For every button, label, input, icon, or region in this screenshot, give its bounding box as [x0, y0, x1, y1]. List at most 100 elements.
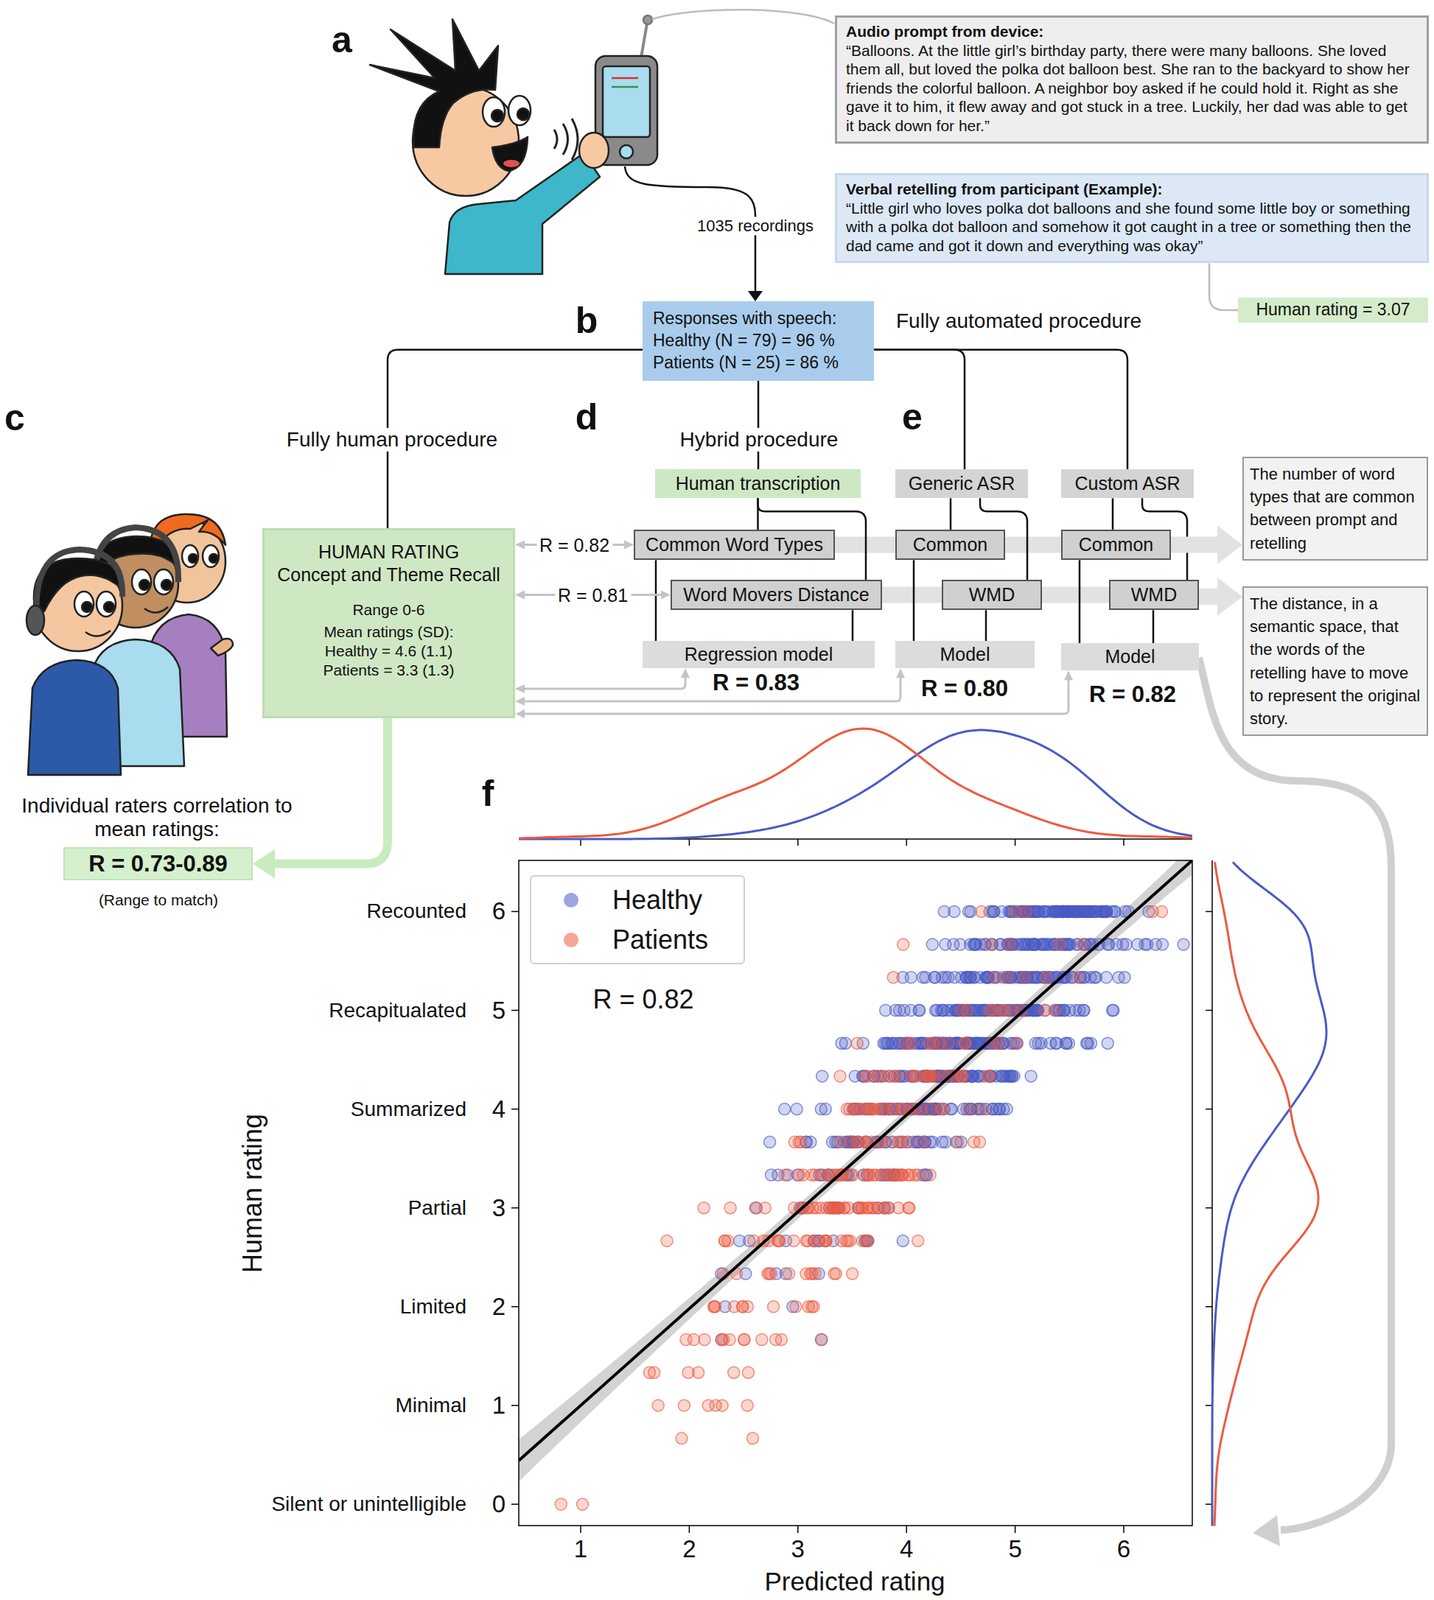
note-box: The number of word types that are common…: [1242, 456, 1429, 561]
hand: [210, 638, 233, 656]
note: (Range to match): [98, 891, 219, 910]
data-point: [913, 1005, 925, 1017]
measure-box: WMD: [1109, 579, 1199, 611]
connector: [1209, 263, 1238, 311]
node-text: The number of word types that are common…: [1249, 462, 1421, 555]
node-text: WMD: [949, 583, 1035, 607]
note-box: The distance, in a semantic space, that …: [1242, 586, 1429, 737]
tick-label: 3: [791, 1535, 805, 1564]
hair: [369, 19, 499, 148]
tick-label: 1: [574, 1535, 588, 1564]
retelling-box: Verbal retelling from participant (Examp…: [834, 173, 1429, 264]
tick: [1205, 1306, 1213, 1308]
tick: [511, 1010, 519, 1012]
data-point: [912, 1235, 925, 1247]
data-point: [988, 971, 1001, 984]
data-point: [728, 1366, 740, 1379]
data-point: [808, 1235, 821, 1247]
data-point: [988, 905, 1000, 918]
pointer-arrow-line: [1198, 658, 1392, 1531]
connector: [1079, 560, 1081, 644]
data-point: [554, 1498, 567, 1511]
tick: [1205, 1207, 1213, 1210]
connector-line: [1209, 263, 1238, 311]
data-point: [1019, 971, 1031, 984]
data-point: [1041, 938, 1054, 951]
data-point: [963, 1103, 976, 1116]
procedure-label: Hybrid procedure: [675, 428, 844, 452]
confidence-band: [518, 860, 1193, 1482]
data-point: [954, 938, 967, 951]
process-box: Human transcription: [655, 469, 861, 499]
arrowhead: [252, 849, 275, 880]
data-point: [838, 1202, 851, 1215]
pupil: [188, 554, 198, 563]
data-point: [835, 1037, 848, 1050]
tick: [688, 839, 691, 846]
data-point: [756, 1334, 768, 1347]
headphone-band: [36, 549, 123, 619]
data-point: [942, 1037, 955, 1050]
node-text: Common: [1068, 533, 1164, 557]
data-point: [994, 1103, 1006, 1116]
connector-line: [1078, 560, 1082, 644]
connector-line: [851, 610, 855, 642]
data-point: [1087, 905, 1100, 918]
data-point: [897, 938, 910, 951]
data-point: [928, 1070, 941, 1083]
tick-label: 6: [1117, 1535, 1131, 1564]
data-point: [929, 971, 942, 984]
arrowhead: [515, 684, 525, 694]
pupil: [491, 109, 504, 122]
data-point: [898, 1005, 911, 1017]
data-point: [815, 1334, 827, 1347]
arrowhead: [1217, 577, 1243, 617]
data-point: [892, 1169, 905, 1182]
data-point: [913, 1005, 926, 1017]
data-point: [968, 1136, 981, 1149]
data-point: [1002, 971, 1014, 984]
data-point: [652, 1400, 664, 1412]
data-point: [1120, 938, 1132, 951]
result-box: R = 0.73-0.89: [63, 847, 253, 881]
connector: [758, 380, 760, 470]
tick-label: 1: [492, 1391, 506, 1420]
data-point: [984, 1005, 997, 1017]
correlation-value: R = 0.82: [592, 984, 694, 1015]
density-curve: [518, 730, 1193, 840]
tick-label: 5: [492, 997, 506, 1026]
tick: [1014, 1526, 1017, 1534]
data-point: [1073, 1005, 1086, 1017]
tick: [511, 1504, 519, 1506]
connector: [655, 560, 657, 642]
connector-line: [1111, 498, 1115, 530]
connector: [913, 560, 915, 642]
data-point: [792, 1169, 805, 1182]
data-point: [1057, 905, 1070, 918]
arrowhead: [1252, 1515, 1280, 1547]
prompt-box: Audio prompt from device:“Balloons. At t…: [834, 15, 1429, 144]
tick: [905, 1526, 908, 1534]
category-label: Limited: [400, 1295, 467, 1320]
data-point: [787, 1235, 800, 1247]
data-point: [853, 1136, 866, 1149]
connector: [852, 610, 854, 642]
tongue: [503, 159, 520, 168]
node-text: Responses with speech:: [652, 308, 864, 331]
data-point: [1004, 938, 1017, 951]
data-point: [820, 1235, 832, 1247]
node-text: Human rating = 3.07: [1242, 299, 1424, 322]
tick: [688, 1526, 691, 1534]
model-box: Regression model: [642, 641, 875, 669]
data-point: [928, 971, 941, 984]
connector-line: [655, 560, 658, 642]
correlation-value: R = 0.82: [1089, 681, 1177, 709]
data-point: [1072, 905, 1085, 918]
data-point: [891, 1070, 904, 1083]
tick: [797, 839, 799, 846]
process-box: Custom ASR: [1061, 469, 1194, 499]
tick: [511, 1207, 519, 1210]
panel-letter: f: [481, 773, 495, 816]
data-point: [958, 1037, 971, 1050]
eye: [96, 591, 116, 617]
